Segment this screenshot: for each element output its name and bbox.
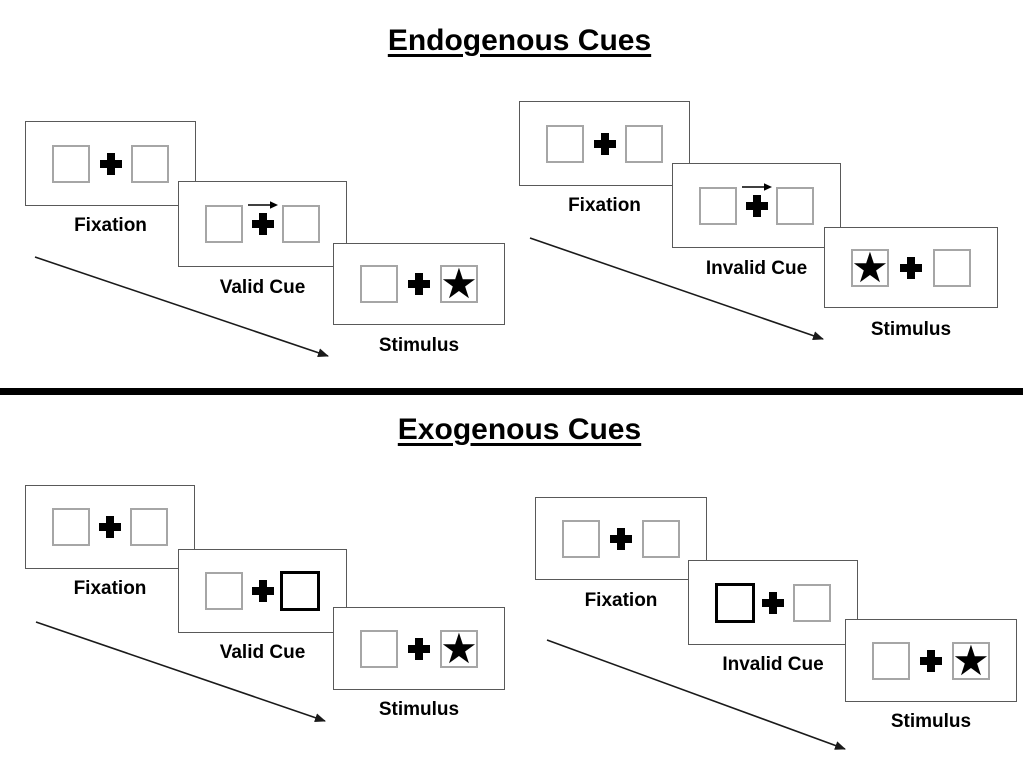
fixation-cross-icon — [610, 528, 632, 550]
right-placeholder-box — [776, 186, 814, 225]
card-label: Stimulus — [378, 335, 460, 356]
card-label: Fixation — [584, 590, 658, 611]
invalid-cue-card — [688, 560, 858, 645]
right-placeholder-box — [625, 124, 663, 163]
star-icon: ★ — [440, 260, 478, 307]
cue-arrow-icon — [741, 183, 772, 191]
left-placeholder-box — [872, 641, 910, 680]
fixation-cross-icon — [900, 257, 922, 279]
left-placeholder-box — [52, 144, 90, 183]
cue-highlight-box — [280, 571, 320, 611]
fixation-cross-icon — [252, 580, 274, 602]
cue-arrow-icon — [247, 201, 278, 209]
card-label: Valid Cue — [219, 642, 306, 663]
right-placeholder-box — [130, 508, 168, 546]
left-placeholder-box — [699, 186, 737, 225]
fixation-cross-icon — [408, 638, 430, 660]
right-placeholder-box — [131, 144, 169, 183]
card-label: Invalid Cue — [722, 654, 824, 675]
right-target-box: ★ — [440, 624, 478, 672]
left-target-box: ★ — [851, 243, 889, 291]
left-placeholder-box — [205, 205, 243, 243]
left-placeholder-box — [52, 508, 90, 546]
left-placeholder-box — [360, 629, 398, 668]
timeline-arrow — [529, 237, 824, 340]
card-label: Stimulus — [870, 319, 952, 340]
left-placeholder-box — [360, 265, 398, 303]
section-divider — [0, 388, 1023, 395]
cue-highlight-box — [715, 582, 755, 623]
fixation-card — [535, 497, 707, 580]
invalid-cue-card — [672, 163, 841, 248]
valid-cue-card — [178, 181, 347, 267]
fixation-cross-icon — [746, 195, 768, 217]
card-label: Fixation — [74, 215, 147, 236]
right-placeholder-box — [933, 248, 971, 287]
card-label: Valid Cue — [219, 277, 306, 298]
card-label: Fixation — [73, 578, 147, 599]
stimulus-card: ★ — [845, 619, 1017, 702]
stimulus-card: ★ — [333, 243, 505, 325]
timeline-arrow — [34, 256, 329, 358]
fixation-card — [519, 101, 690, 186]
fixation-cross-icon — [252, 213, 274, 235]
right-placeholder-box — [793, 583, 831, 622]
right-target-box: ★ — [440, 260, 478, 307]
timeline-arrow — [546, 639, 846, 750]
star-icon: ★ — [952, 636, 990, 684]
card-label: Stimulus — [378, 699, 460, 720]
star-icon: ★ — [851, 243, 889, 291]
timeline-arrow — [35, 621, 326, 723]
left-placeholder-box — [546, 124, 584, 163]
right-placeholder-box — [282, 205, 320, 243]
card-label: Invalid Cue — [705, 258, 808, 279]
right-placeholder-box — [642, 519, 680, 558]
left-placeholder-box — [205, 572, 243, 610]
valid-cue-card — [178, 549, 347, 633]
fixation-cross-icon — [920, 650, 942, 672]
fixation-cross-icon — [594, 133, 616, 155]
fixation-card — [25, 485, 195, 569]
left-placeholder-box — [562, 519, 600, 558]
right-target-box: ★ — [952, 636, 990, 684]
stimulus-card: ★ — [824, 227, 998, 308]
fixation-cross-icon — [100, 153, 122, 175]
section-title-exogenous: Exogenous Cues — [397, 413, 642, 446]
section-title-endogenous: Endogenous Cues — [387, 24, 652, 57]
card-label: Stimulus — [890, 711, 972, 732]
fixation-cross-icon — [408, 273, 430, 295]
fixation-cross-icon — [99, 516, 121, 538]
star-icon: ★ — [440, 624, 478, 672]
fixation-cross-icon — [762, 592, 784, 614]
stimulus-card: ★ — [333, 607, 505, 690]
card-label: Fixation — [568, 195, 641, 216]
fixation-card — [25, 121, 196, 206]
